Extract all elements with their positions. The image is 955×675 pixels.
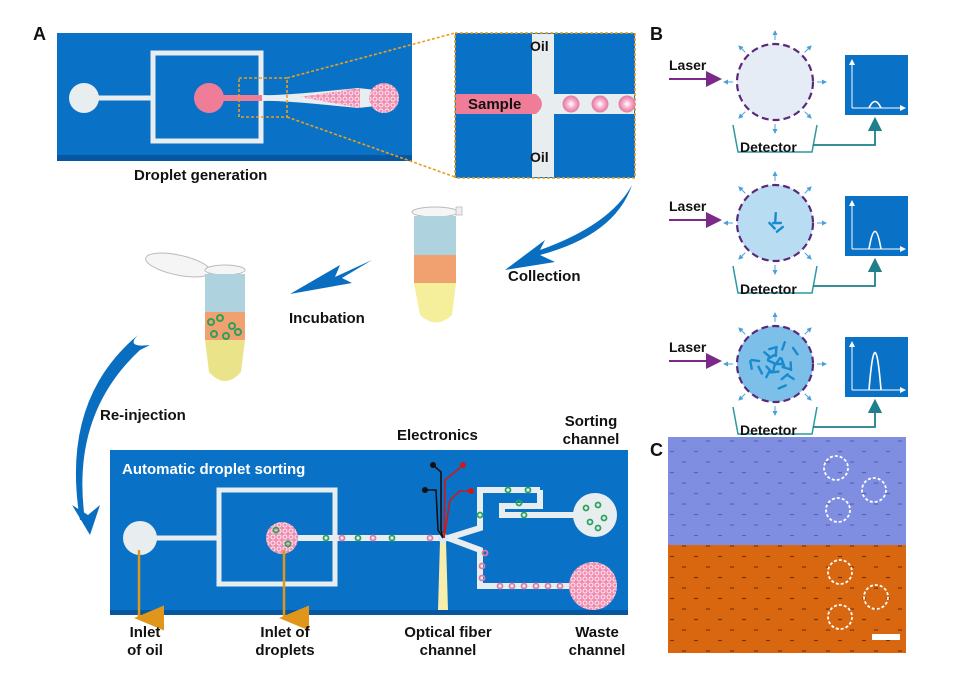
sorting-chip-title: Automatic droplet sorting [122, 461, 306, 478]
emission-arrow [738, 186, 746, 194]
signal-peak [868, 100, 882, 109]
junction-zoom-view [454, 32, 636, 179]
panel-b-label: B [650, 24, 663, 44]
optical-fiber-label: Optical fiber channel [404, 624, 492, 659]
bacterium [772, 221, 782, 225]
detector-label: Detector [740, 281, 797, 297]
bacterium [757, 365, 764, 375]
bacterium [771, 362, 776, 373]
detection-rows [669, 30, 908, 435]
scale-bar [872, 634, 900, 640]
waste-well [569, 562, 617, 610]
incubation-label: Incubation [289, 310, 365, 327]
droplet-generation-chip [57, 33, 412, 161]
reinjection-label: Re-injection [100, 407, 186, 424]
electronics-label: Electronics [397, 427, 478, 444]
bacterium [774, 356, 782, 366]
reinjection-arrow [75, 335, 150, 520]
sorting-chip [110, 450, 628, 615]
signal-line [813, 257, 883, 287]
signal-plot [845, 196, 908, 256]
droplet-collection-well [369, 83, 399, 113]
micrograph-fluorescence [668, 437, 906, 545]
detector [732, 124, 818, 153]
micrograph-brightfield [668, 545, 906, 653]
laser-label: Laser [669, 198, 707, 214]
bacterium [768, 221, 776, 230]
bacterium [749, 360, 753, 370]
panel-a-label: A [33, 24, 46, 44]
bacterium [768, 345, 778, 351]
bacterium [780, 341, 787, 351]
inlet-droplets-label: Inlet of droplets [255, 624, 315, 659]
incubation-arrow [290, 260, 372, 294]
bacterium [750, 358, 761, 363]
laser-label: Laser [669, 339, 707, 355]
droplet-generation-label: Droplet generation [134, 167, 268, 184]
emission-arrow [738, 393, 746, 401]
highlighted-droplets [823, 455, 889, 630]
sorted-well [573, 493, 617, 537]
detector-label: Detector [740, 422, 797, 438]
droplet-inlet [266, 522, 298, 554]
signal-line [813, 116, 883, 146]
micrograph [668, 437, 906, 653]
signal-plot [845, 55, 908, 115]
emission-arrow [804, 45, 812, 53]
electrodes [425, 464, 471, 539]
incubation-tube [145, 252, 246, 381]
droplet [735, 42, 815, 122]
oil-bottom-label: Oil [530, 149, 549, 165]
signal-peak [868, 352, 882, 391]
emission-arrow [738, 45, 746, 53]
inlet-oil-label: Inlet of oil [127, 624, 163, 659]
emission-arrow [738, 327, 746, 335]
collection-tube [411, 206, 463, 323]
signal-plot [845, 337, 908, 397]
sorting-channel-label: Sorting channel [562, 413, 620, 448]
detector [732, 265, 818, 294]
bacterium [775, 225, 785, 234]
emission-arrow [804, 327, 812, 335]
waste-channel-label: Waste channel [568, 624, 626, 659]
bacterium [791, 346, 799, 356]
emission-arrow [804, 393, 812, 401]
bacterium [789, 361, 793, 372]
bacterium [774, 212, 778, 223]
signal-line [813, 398, 883, 428]
oil-inlet [123, 521, 157, 555]
bacterium [780, 357, 786, 368]
optical-fiber [438, 541, 448, 610]
emission-arrow [738, 252, 746, 260]
sample-label: Sample [468, 96, 522, 113]
bacterium [766, 359, 777, 365]
bacterium [785, 373, 795, 381]
emission-arrow [804, 111, 812, 119]
emission-arrow [804, 252, 812, 260]
emission-arrow [738, 111, 746, 119]
panel-c-label: C [650, 440, 663, 460]
bacterium [765, 369, 772, 379]
laser-label: Laser [669, 57, 707, 73]
bacterium [777, 384, 787, 390]
bacterium [763, 351, 772, 359]
detector [732, 406, 818, 435]
bacterium [769, 370, 780, 374]
collection-arrow [505, 185, 632, 270]
oil-inlet-well [69, 83, 99, 113]
zoom-region-box [238, 77, 288, 118]
emission-arrow [804, 186, 812, 194]
detector-label: Detector [740, 139, 797, 155]
collection-label: Collection [508, 268, 581, 285]
oil-top-label: Oil [530, 38, 549, 54]
signal-peak [868, 230, 882, 250]
